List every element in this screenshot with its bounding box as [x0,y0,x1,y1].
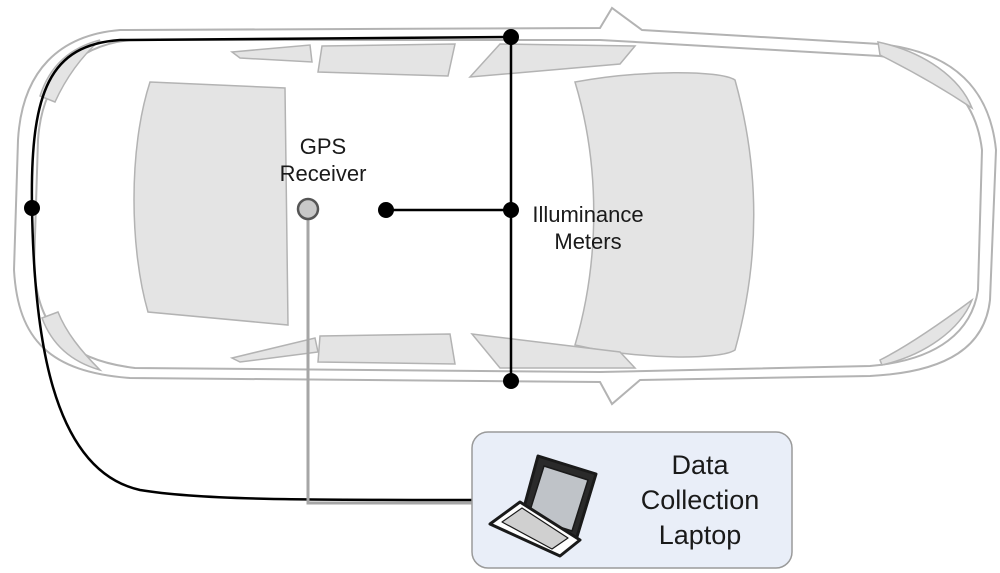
windshield [574,71,755,358]
rear-light-left-bottom [41,311,103,372]
laptop-icon [488,454,598,558]
side-window-bottom-2 [317,333,456,365]
laptop-label: Data Collection Laptop [620,448,780,553]
side-window-top-1 [229,44,313,63]
meter-node-left [378,202,394,218]
rear-window [133,81,289,326]
headlight-top [877,41,974,110]
meter-node-bottom [503,373,519,389]
side-window-bottom-3 [470,333,637,369]
meter-node-top [503,29,519,45]
side-window-top-2 [317,43,456,77]
nodes [24,29,519,389]
laptop-keyboard [501,507,569,550]
main-cable [30,35,511,502]
headlight-bottom [879,297,974,366]
gps-label-line2: Receiver [279,160,367,186]
meters-label-line2: Meters [554,228,622,254]
laptop-label-line1: Data [671,450,729,480]
gps-label-line1: GPS [299,134,347,159]
gps-receiver-node [296,197,320,221]
meter-node-center [503,202,519,218]
meter-node-rear [24,200,40,216]
meters-label-line1: Illuminance [532,202,644,227]
laptop-screen [527,465,589,532]
laptop-label-line3: Laptop [658,520,742,551]
side-window-bottom-1 [229,337,319,363]
gps-receiver-label: GPS Receiver [268,134,378,188]
car-outline [12,6,998,406]
laptop-label-line2: Collection [640,485,760,516]
rear-light-left-top [39,39,101,103]
side-window-top-3 [468,43,637,78]
gps-cable [306,212,472,505]
illuminance-meters-label: Illuminance Meters [518,202,658,256]
